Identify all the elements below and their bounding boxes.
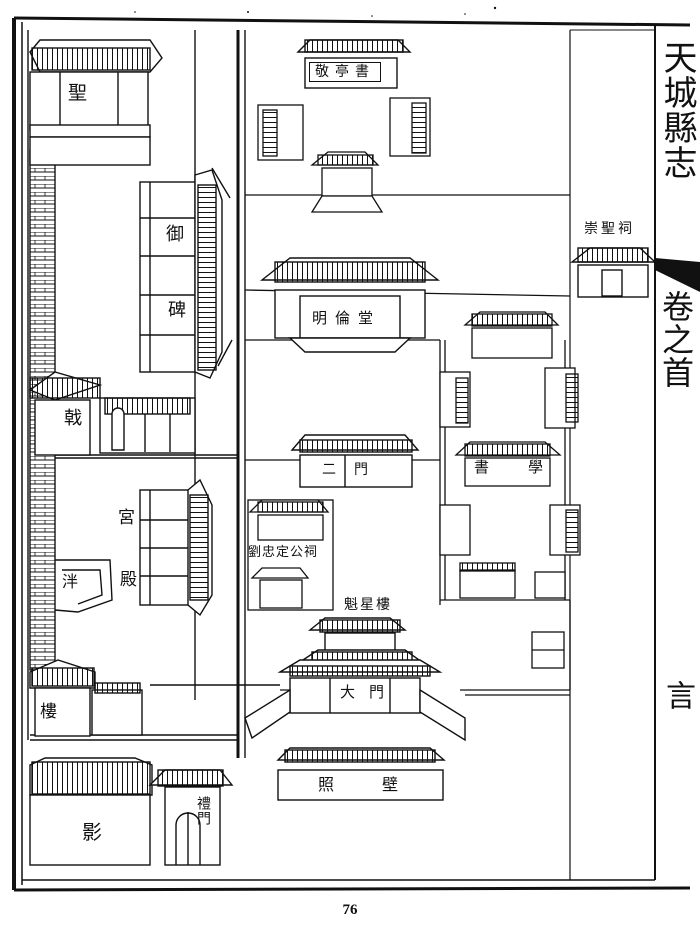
label-ying: 影	[82, 820, 102, 844]
label-yu: 御	[166, 224, 184, 245]
lower-stele-pavilion	[139, 478, 213, 617]
li-gate	[148, 769, 234, 866]
label-limen: 禮門	[195, 796, 211, 826]
label-xue: 學	[528, 458, 544, 476]
label-ji: 戟	[64, 408, 82, 429]
label-pan: 泮	[62, 572, 79, 591]
imperial-stele-pavilion	[139, 167, 233, 379]
minglun-hall	[259, 257, 441, 353]
label-gong: 宮	[118, 508, 135, 528]
print-specks	[134, 6, 497, 17]
sheng-hall	[29, 39, 163, 166]
label-damen: 大門	[340, 683, 399, 701]
liu-shrine	[247, 499, 334, 611]
bell-tower	[29, 659, 143, 737]
label-sheng: 聖	[68, 82, 88, 104]
label-shu: 書	[474, 458, 490, 476]
kuixing-gate-tower	[244, 617, 466, 742]
zhao-screen-wall	[276, 747, 446, 801]
chongsheng-shrine	[569, 247, 657, 298]
label-jingting: 敬亭書	[309, 62, 381, 82]
side-title-lower: 卷之首	[657, 290, 695, 389]
label-lou: 樓	[40, 702, 57, 722]
label-chongsheng: 崇聖祠	[584, 221, 635, 237]
label-liu-shrine: 劉忠定公祠	[248, 545, 319, 560]
study-hall-group	[439, 311, 581, 669]
pan-pool	[54, 559, 113, 613]
west-gallery-hall	[28, 371, 196, 456]
label-dian: 殿	[120, 570, 137, 590]
side-title-upper: 天城縣志	[657, 40, 697, 180]
fishtail-mark	[655, 258, 700, 292]
label-minglun: 明倫堂	[312, 309, 382, 327]
second-gate	[290, 434, 420, 488]
label-kuixing: 魁星樓	[344, 597, 392, 613]
label-zhaobi: 照壁	[318, 775, 447, 794]
top-side-buildings	[257, 97, 431, 213]
shadow-wall	[29, 757, 153, 866]
side-mark: 言	[660, 680, 695, 711]
page-number: 76	[342, 902, 358, 918]
page-frame	[12, 16, 691, 892]
label-ermen: 二門	[322, 462, 386, 478]
label-bei: 碑	[168, 300, 186, 321]
